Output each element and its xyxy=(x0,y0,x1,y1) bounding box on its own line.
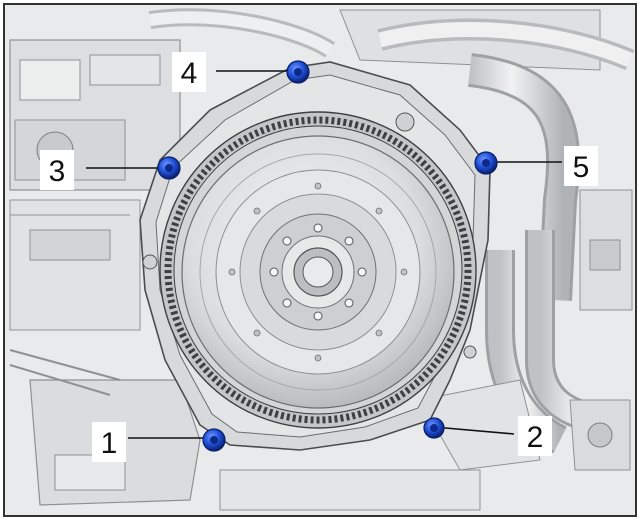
callout-label-2: 2 xyxy=(527,421,544,454)
bolt-4 xyxy=(286,60,310,84)
callout-label-5: 5 xyxy=(573,151,590,184)
image-frame xyxy=(3,3,637,517)
flywheel xyxy=(181,135,455,409)
callout-label-3: 3 xyxy=(49,155,66,188)
callout-label-1: 1 xyxy=(101,427,118,460)
bolt-2 xyxy=(423,417,445,439)
leader-lines xyxy=(86,70,562,439)
bolt-5 xyxy=(474,151,498,175)
callout-label-4: 4 xyxy=(181,57,198,90)
bolt-3 xyxy=(157,156,181,180)
bolt-1 xyxy=(202,428,226,452)
